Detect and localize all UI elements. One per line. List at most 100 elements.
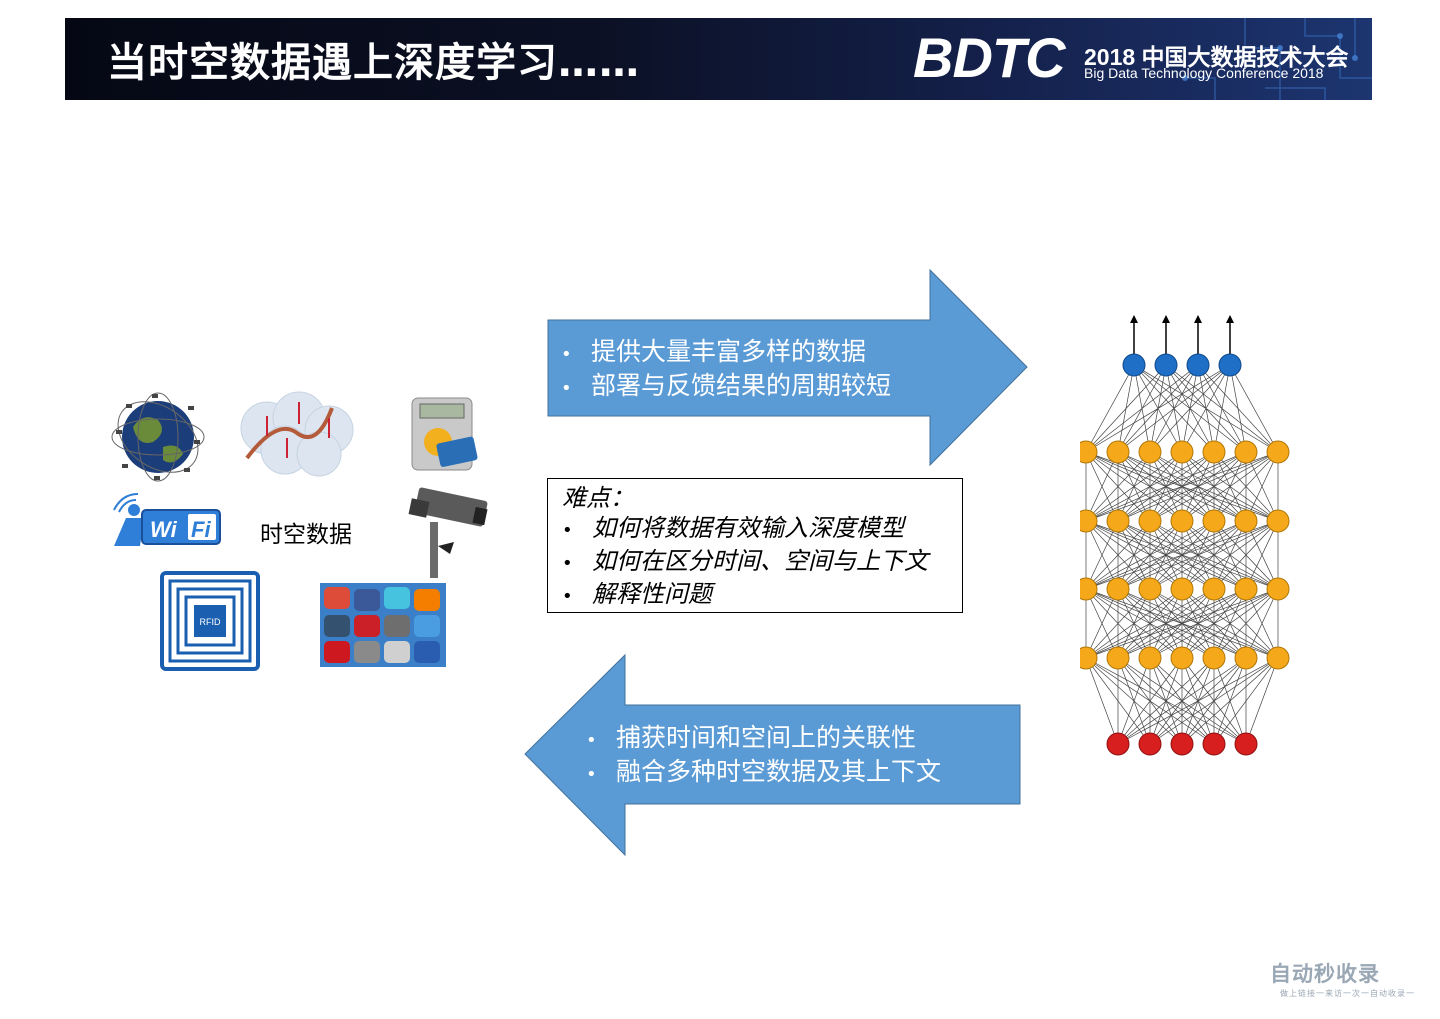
nn-connection [1085,588,1151,659]
wifi-text-wi: Wi [150,517,178,542]
nn-connection [1117,451,1279,522]
nn-hidden-node [1202,509,1226,533]
nn-output-node [1154,353,1178,377]
wifi-logo-icon: Wi Fi [113,493,221,546]
watermark: 自动秒收录 做上链接一来访一次一自动收录一 [1270,958,1415,999]
bdtc-logo: BDTC [913,26,1066,89]
nn-hidden-node [1138,440,1162,464]
nn-hidden-node [1170,440,1194,464]
nn-output-arrow-head [1226,315,1234,323]
nn-hidden-node [1170,577,1194,601]
left-arrow-text: 捕获时间和空间上的关联性 融合多种时空数据及其上下文 [586,722,941,790]
nn-hidden-node [1266,577,1290,601]
nn-connection [1085,451,1215,522]
circuit-pattern [1182,18,1372,100]
nn-input-node [1170,732,1194,756]
difficulty-bullet: 如何将数据有效输入深度模型 [562,513,962,546]
nn-hidden-node [1234,646,1258,670]
nn-connection [1181,657,1279,745]
nn-connection [1117,657,1247,745]
conference-name-cn: 2018 中国大数据技术大会 [1084,44,1349,70]
nn-connection [1245,520,1279,590]
difficulty-box: 难点： 如何将数据有效输入深度模型 如何在区分时间、空间与上下文 解释性问题 [547,478,963,613]
nn-input-node [1234,732,1258,756]
nn-hidden-node [1234,440,1258,464]
nn-connection [1213,657,1279,745]
left-arrow-bullet: 融合多种时空数据及其上下文 [586,756,941,790]
difficulty-heading: 难点： [562,484,634,512]
left-arrow-bullet: 捕获时间和空间上的关联性 [586,722,941,756]
watermark-main: 自动秒收录 [1270,962,1380,986]
nn-hidden-node [1106,577,1130,601]
nn-connection [1245,657,1279,745]
right-arrow-bullet: 部署与反馈结果的周期较短 [561,370,891,404]
nn-connection [1117,657,1279,745]
nn-connection [1117,520,1279,590]
nn-hidden-node [1080,509,1098,533]
right-arrow-bullet: 提供大量丰富多样的数据 [561,336,891,370]
nn-hidden-node [1080,577,1098,601]
nn-connection [1117,657,1215,745]
nn-connection [1229,364,1247,453]
nn-connection [1085,451,1247,522]
nn-connection [1213,588,1279,659]
nn-connection [1085,520,1183,590]
nn-hidden-node [1202,440,1226,464]
nn-connection [1117,657,1151,745]
header-banner: 当时空数据遇上深度学习…… BDTC 2018 中国大数据技术大会 Big Da… [65,18,1372,100]
nn-hidden-node [1266,509,1290,533]
nn-connection [1149,451,1279,522]
social-media-apps-icon [320,583,446,667]
nn-connection [1213,520,1279,590]
nn-input-node [1138,732,1162,756]
nn-hidden-node [1106,509,1130,533]
nn-connection [1085,588,1119,659]
nn-hidden-node [1170,646,1194,670]
cell-tower-coverage-icon [240,391,354,477]
surveillance-camera-icon [408,487,488,578]
nn-connection [1085,451,1119,522]
nn-connection [1085,364,1199,453]
nn-hidden-node [1202,646,1226,670]
nn-connection [1085,451,1183,522]
nn-hidden-node [1138,646,1162,670]
nn-output-arrow-head [1162,315,1170,323]
rfid-text: RFID [200,617,221,627]
nn-connection [1181,364,1231,453]
nn-hidden-node [1106,646,1130,670]
nn-connection [1213,364,1231,453]
nn-connection [1085,588,1247,659]
nn-connection [1245,588,1279,659]
nn-connection [1117,364,1231,453]
nn-connection [1085,364,1167,453]
nn-connection [1085,588,1215,659]
rfid-tag-icon: RFID [160,571,260,671]
right-arrow-text: 提供大量丰富多样的数据 部署与反馈结果的周期较短 [561,336,891,404]
nn-output-node [1122,353,1146,377]
difficulty-bullet: 如何在区分时间、空间与上下文 [562,546,962,579]
nn-connection [1085,364,1135,453]
nn-connection [1229,364,1279,453]
nn-connection [1085,520,1119,590]
nn-hidden-node [1266,646,1290,670]
nn-hidden-node [1138,577,1162,601]
nn-connection [1245,451,1279,522]
nn-connection [1085,588,1183,659]
difficulty-bullet: 解释性问题 [562,579,962,612]
transit-card-reader-icon [411,397,478,471]
nn-connection [1085,451,1151,522]
nn-hidden-node [1080,440,1098,464]
slide-title: 当时空数据遇上深度学习…… [107,40,640,86]
conference-name-en: Big Data Technology Conference 2018 [1084,65,1324,81]
nn-hidden-node [1234,509,1258,533]
nn-connection [1085,520,1215,590]
nn-connection [1085,657,1119,745]
nn-connection [1085,520,1247,590]
nn-connection [1149,657,1279,745]
nn-connection [1213,451,1279,522]
nn-connection [1117,657,1183,745]
nn-connection [1149,520,1279,590]
nn-connection [1181,588,1279,659]
neural-network-diagram [1080,315,1290,756]
nn-output-arrow-head [1194,315,1202,323]
